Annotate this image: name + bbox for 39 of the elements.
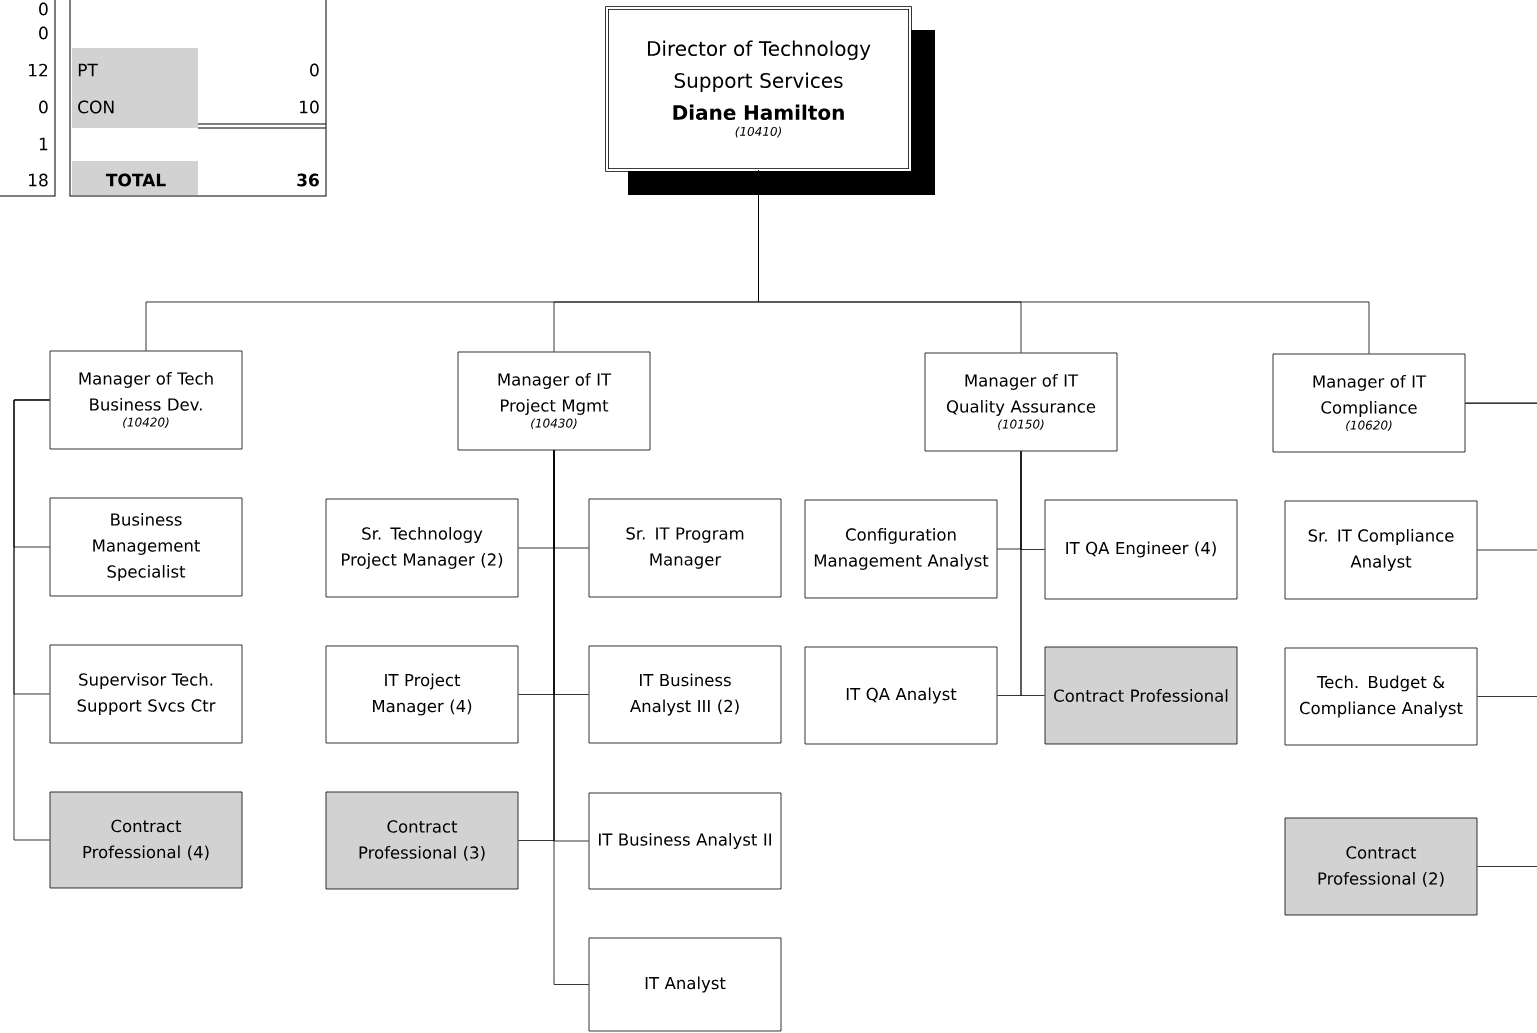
connector-line — [553, 450, 589, 985]
position-box: Supervisor Tech. Support Svcs Ctr — [49, 644, 243, 744]
manager-box: Manager of IT Quality Assurance (10150) — [924, 352, 1118, 452]
director-box: Director of Technology Support Services Diane Hamilton (10410) — [605, 6, 912, 172]
position-box: IT QA Analyst — [804, 646, 998, 745]
total-label: 36 — [297, 173, 319, 187]
position-box: IT Analyst — [588, 937, 782, 1032]
manager-box: Manager of IT Compliance (10620) — [1272, 353, 1466, 453]
row-label: PT — [78, 63, 98, 77]
count-number: 18 — [29, 173, 48, 187]
connector-line — [1465, 402, 1537, 867]
total-label: TOTAL — [105, 173, 166, 187]
position-box: Sr. IT Program Manager — [588, 498, 782, 598]
position-box: Business Management Specialist — [49, 497, 243, 597]
position-box: IT Business Analyst II — [588, 792, 782, 890]
position-box: Sr. Technology Project Manager (2) — [325, 498, 519, 598]
manager-box: Manager of IT Project Mgmt (10430) — [457, 351, 651, 451]
count-number: 0 — [39, 26, 48, 40]
connector-line — [1020, 451, 1045, 696]
connector-line — [758, 170, 1370, 354]
position-box: Tech. Budget & Compliance Analyst — [1284, 647, 1478, 746]
position-box: Contract Professional (2) — [1284, 817, 1478, 916]
position-box: Contract Professional — [1044, 646, 1238, 745]
count-number: 12 — [29, 63, 48, 77]
position-box: IT QA Engineer (4) — [1044, 499, 1238, 600]
position-box: IT Project Manager (4) — [325, 645, 519, 744]
count-number: 0 — [39, 100, 48, 114]
row-label: CON — [78, 100, 114, 114]
position-box: Contract Professional (3) — [325, 791, 519, 890]
count-number: 10 — [300, 100, 319, 114]
count-number: 1 — [39, 137, 48, 151]
connector-line — [13, 399, 50, 841]
count-number: 0 — [310, 63, 319, 77]
count-number: 0 — [39, 2, 48, 16]
manager-box: Manager of Tech Business Dev. (10420) — [49, 350, 243, 450]
position-box: Contract Professional (4) — [49, 791, 243, 889]
position-box: IT Business Analyst III (2) — [588, 645, 782, 744]
position-box: Configuration Management Analyst — [804, 499, 998, 599]
position-box: Sr. IT Compliance Analyst — [1284, 500, 1478, 600]
